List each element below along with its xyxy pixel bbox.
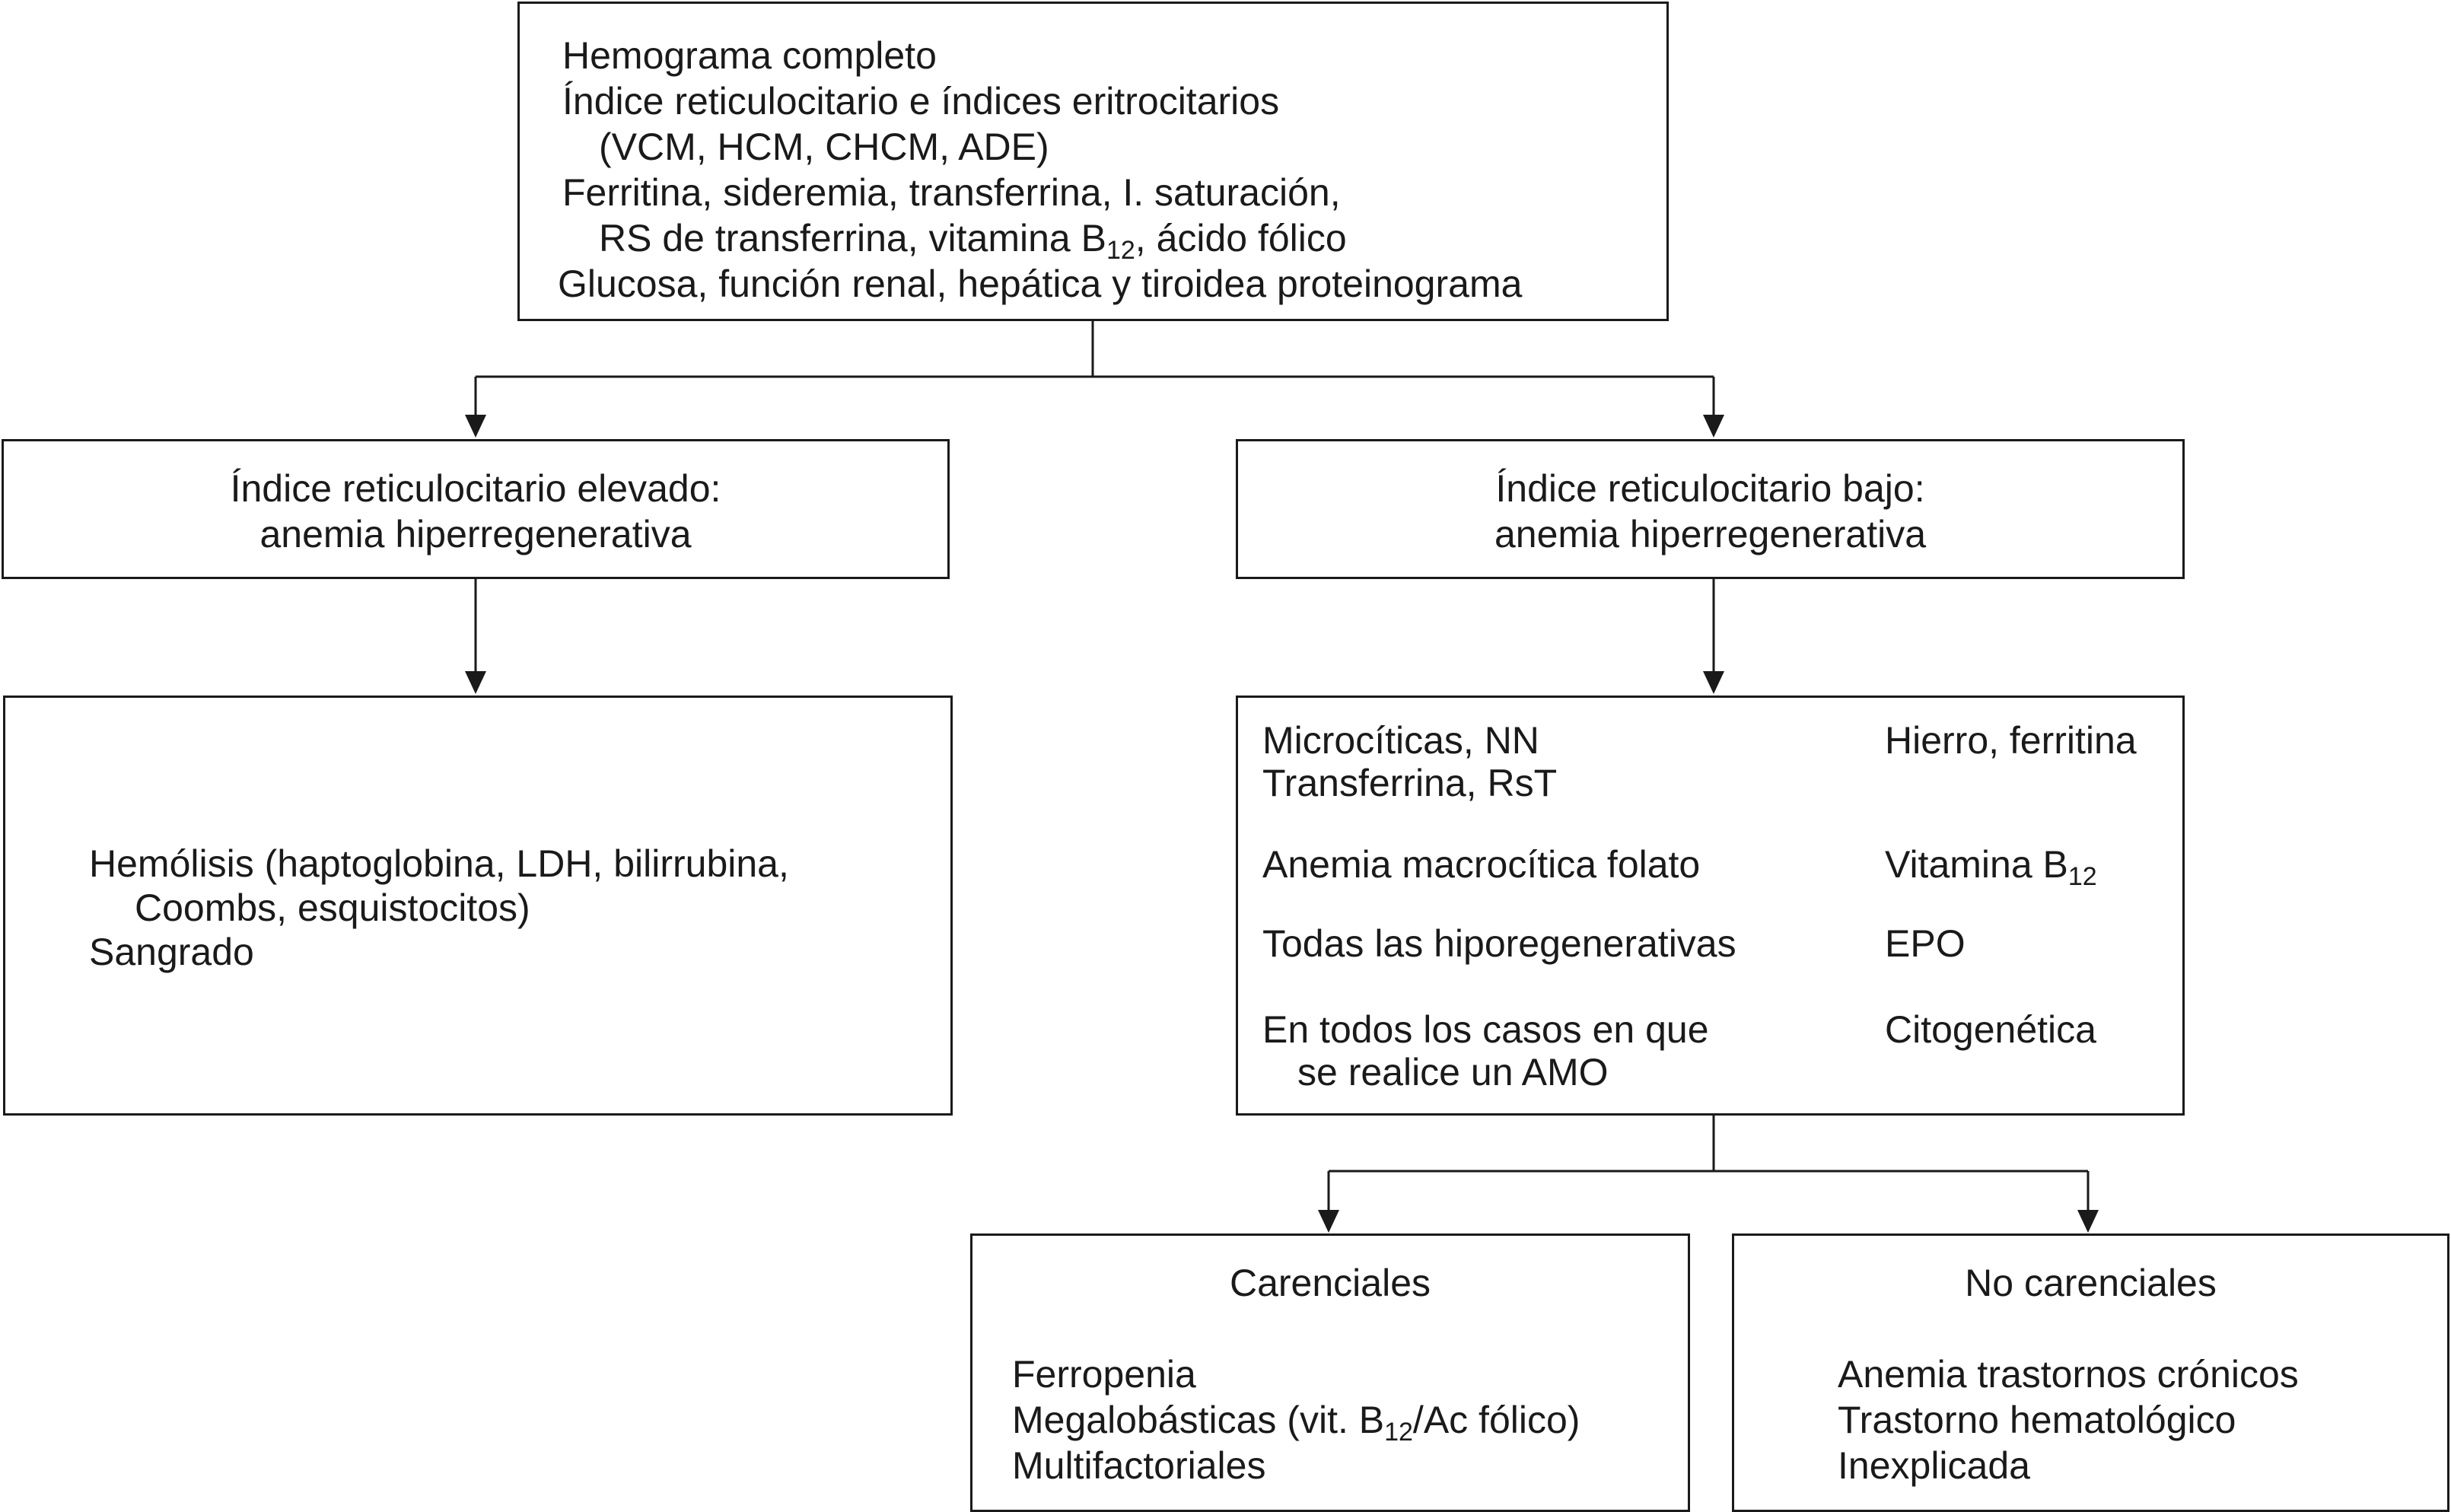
top-line-1: Hemograma completo (562, 34, 937, 77)
no-carenciales-line-2: Trastorno hematológico (1838, 1399, 2236, 1441)
top-line-4: Ferritina, sideremia, transferrina, I. s… (562, 171, 1341, 214)
carenciales-title: Carenciales (1229, 1262, 1431, 1304)
arrowhead-right-box (1703, 415, 1724, 438)
tests-row-2-left: Anemia macrocítica folato (1262, 843, 1701, 886)
arrowhead-hemolysis-box (465, 671, 486, 694)
arrowhead-carenciales (1318, 1210, 1339, 1233)
top-line-6: Glucosa, función renal, hepática y tiroi… (558, 263, 1523, 305)
top-line-5: RS de transferrina, vitamina B12, ácido … (599, 217, 1347, 265)
tests-row-4-result: Citogenética (1885, 1008, 2096, 1051)
low-reticulocyte-line-2: anemia hiperregenerativa (1494, 513, 1927, 555)
no-carenciales-box: No carenciales Anemia trastornos crónico… (1732, 1233, 2449, 1512)
tests-row-1-left-1: Microcíticas, NN (1262, 719, 1539, 762)
arrowhead-left-box (465, 415, 486, 438)
high-reticulocyte-box: Índice reticulocitario elevado: anemia h… (2, 439, 950, 579)
hemolysis-line-1: Hemólisis (haptoglobina, LDH, bilirrubin… (89, 842, 789, 885)
carenciales-line-1: Ferropenia (1012, 1353, 1196, 1396)
carenciales-line-2: Megalobásticas (vit. B12/Ac fólico) (1012, 1399, 1580, 1447)
high-reticulocyte-line-1: Índice reticulocitario elevado: (230, 467, 721, 510)
top-line-2: Índice reticulocitario e índices eritroc… (562, 80, 1280, 123)
low-reticulocyte-line-1: Índice reticulocitario bajo: (1495, 467, 1925, 510)
tests-row-3-left: Todas las hiporegenerativas (1262, 922, 1736, 965)
arrowhead-tests-box (1703, 671, 1724, 694)
carenciales-box: Carenciales Ferropenia Megalobásticas (v… (970, 1233, 1690, 1512)
high-reticulocyte-line-2: anemia hiperregenerativa (259, 513, 692, 555)
tests-row-4-left-1: En todos los casos en que (1262, 1008, 1709, 1051)
no-carenciales-line-1: Anemia trastornos crónicos (1838, 1353, 2299, 1396)
top-line-3: (VCM, HCM, CHCM, ADE) (599, 126, 1049, 168)
no-carenciales-line-3: Inexplicada (1838, 1444, 2030, 1487)
tests-row-2-result: Vitamina B12 (1885, 843, 2097, 891)
initial-tests-box: Hemograma completo Índice reticulocitari… (517, 2, 1669, 321)
no-carenciales-title: No carenciales (1965, 1262, 2217, 1304)
hemolysis-line-2: Coombs, esquistocitos) (135, 887, 530, 929)
specific-tests-box: Microcíticas, NN Transferrina, RsT Hierr… (1236, 696, 2185, 1116)
arrowhead-no-carenciales (2077, 1210, 2099, 1233)
carenciales-line-3: Multifactoriales (1012, 1444, 1266, 1487)
tests-row-4-left-2: se realice un AMO (1297, 1051, 1609, 1093)
hemolysis-line-3: Sangrado (89, 931, 254, 973)
tests-row-1-result: Hierro, ferritina (1885, 719, 2137, 762)
tests-row-3-result: EPO (1885, 922, 1966, 965)
tests-row-1-left-2: Transferrina, RsT (1262, 762, 1558, 804)
hemolysis-box: Hemólisis (haptoglobina, LDH, bilirrubin… (3, 696, 953, 1116)
low-reticulocyte-box: Índice reticulocitario bajo: anemia hipe… (1236, 439, 2185, 579)
